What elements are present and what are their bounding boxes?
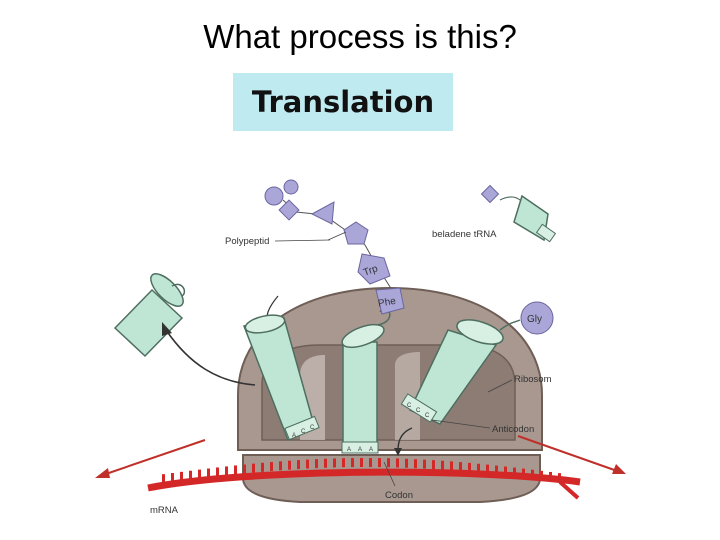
mrna-base-tooth bbox=[459, 462, 462, 472]
mrna-base-tooth bbox=[540, 470, 543, 480]
center-trna-base-2: A bbox=[358, 447, 362, 453]
mrna-base-tooth bbox=[558, 473, 561, 483]
polypeptide-chain bbox=[264, 179, 405, 315]
loaded-trna bbox=[480, 184, 557, 243]
codon-label: Codon bbox=[385, 490, 413, 501]
mrna-base-tooth bbox=[342, 458, 345, 468]
mrna-label: mRNA bbox=[150, 505, 179, 516]
mrna-base-tooth bbox=[243, 464, 246, 474]
mrna-base-tooth bbox=[198, 469, 201, 479]
mrna-base-tooth bbox=[360, 458, 363, 468]
mrna-base-tooth bbox=[234, 465, 237, 475]
mrna-base-tooth bbox=[387, 458, 390, 468]
mrna-base-tooth bbox=[369, 458, 372, 468]
mrna-base-tooth bbox=[513, 467, 516, 477]
mrna-base-tooth bbox=[252, 463, 255, 473]
loaded-trna-label: beladene tRNA bbox=[432, 229, 497, 240]
mrna-base-tooth bbox=[225, 466, 228, 476]
mrna-base-tooth bbox=[432, 460, 435, 470]
mrna-base-tooth bbox=[216, 467, 219, 477]
right-trna-base-3: C bbox=[425, 413, 430, 419]
mrna-base-tooth bbox=[378, 458, 381, 468]
mrna-base-tooth bbox=[522, 468, 525, 478]
mrna-base-tooth bbox=[423, 459, 426, 469]
exit-arrow bbox=[165, 329, 256, 386]
mrna-base-tooth bbox=[297, 460, 300, 470]
trna-center: A A A bbox=[341, 307, 391, 454]
trna-leaving bbox=[113, 273, 186, 358]
mrna-base-tooth bbox=[549, 471, 552, 481]
mrna-base-tooth bbox=[279, 461, 282, 471]
center-trna-base-3: A bbox=[369, 447, 373, 453]
mrna-base-tooth bbox=[207, 468, 210, 478]
mrna-base-tooth bbox=[288, 460, 291, 470]
gly-amino-acid bbox=[520, 301, 554, 335]
mrna-base-tooth bbox=[414, 459, 417, 469]
mrna-base-tooth bbox=[486, 464, 489, 474]
polypeptide-label: Polypeptid bbox=[225, 236, 269, 247]
mrna-base-tooth bbox=[450, 461, 453, 471]
mrna-base-tooth bbox=[333, 458, 336, 468]
left-trna-base-2: C bbox=[301, 429, 306, 435]
mrna-base-tooth bbox=[315, 459, 318, 469]
mrna-left-arrow bbox=[99, 439, 206, 477]
mrna-base-tooth bbox=[468, 462, 471, 472]
mrna-base-tooth bbox=[324, 458, 327, 468]
gly-label: Gly bbox=[527, 314, 542, 325]
answer-box bbox=[233, 73, 453, 131]
slide-question: What process is this? bbox=[203, 18, 517, 55]
right-trna-base-2: C bbox=[416, 408, 421, 414]
ribosome-label: Ribosom bbox=[514, 374, 552, 385]
mrna-base-tooth bbox=[531, 469, 534, 479]
left-trna-base-3: C bbox=[310, 425, 315, 431]
trp-label: Trp bbox=[362, 263, 380, 278]
trna-left: A C C bbox=[242, 314, 320, 442]
mrna-base-tooth bbox=[180, 471, 183, 481]
mrna-base-tooth bbox=[270, 462, 273, 472]
mrna-base-tooth bbox=[405, 458, 408, 468]
mrna-base-tooth bbox=[189, 470, 192, 480]
answer-text: Translation bbox=[251, 85, 435, 119]
mrna-base-tooth bbox=[396, 458, 399, 468]
right-trna-base-1: C bbox=[407, 403, 412, 409]
mrna-base-tooth bbox=[351, 458, 354, 468]
mrna-base-tooth bbox=[504, 466, 507, 476]
mrna-base-tooth bbox=[261, 462, 264, 472]
mrna-bases bbox=[162, 458, 561, 484]
mrna-base-tooth bbox=[477, 463, 480, 473]
mrna-base-tooth bbox=[441, 460, 444, 470]
center-trna-base-1: A bbox=[347, 447, 351, 453]
trna-right: C C C bbox=[400, 319, 521, 425]
mrna-base-tooth bbox=[495, 465, 498, 475]
anticodon-label: Anticodon bbox=[492, 424, 534, 435]
phe-label: Phe bbox=[377, 296, 397, 310]
mrna-base-tooth bbox=[162, 474, 165, 484]
mrna-right-arrow bbox=[517, 435, 621, 473]
mrna-base-tooth bbox=[171, 473, 174, 483]
mrna-base-tooth bbox=[306, 459, 309, 469]
left-trna-base-1: A bbox=[292, 433, 296, 439]
